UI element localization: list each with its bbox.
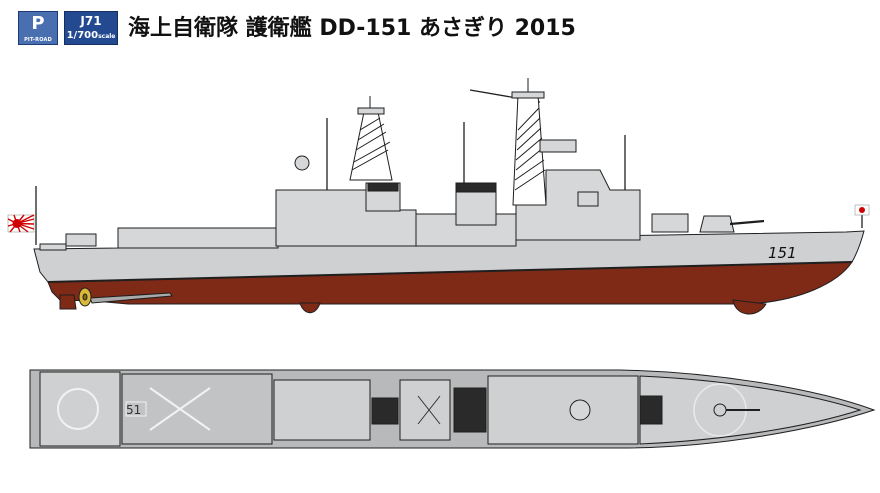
- scale-label: 1/700scale: [65, 29, 117, 43]
- fire-control: [577, 191, 599, 207]
- scale-main: 1/700: [66, 30, 99, 41]
- product-code-badge: J71 1/700scale: [64, 11, 118, 45]
- shaft: [89, 292, 173, 304]
- logo-text: PIT-ROAD: [24, 37, 52, 43]
- plan-bridge: [487, 375, 639, 445]
- header: P PIT-ROAD J71 1/700scale 海上自衛隊 護衛艦 DD-1…: [0, 0, 880, 56]
- naval-ensign-icon: [7, 214, 35, 233]
- asroc-launcher: [651, 213, 689, 233]
- radar-array: [539, 139, 577, 153]
- aft-mast: [349, 96, 393, 181]
- scale-suffix: scale: [98, 33, 116, 40]
- product-code: J71: [80, 14, 102, 28]
- hangar-roof: [121, 373, 273, 445]
- sonar-dome: [732, 299, 767, 315]
- rudder: [59, 294, 77, 310]
- plan-aft-funnel: [371, 397, 399, 425]
- plan-gun: [713, 403, 727, 417]
- fwd-funnel-cap: [455, 182, 497, 193]
- side-profile: [33, 78, 865, 315]
- helo-circle: [57, 388, 99, 430]
- propeller-icon: [78, 287, 92, 307]
- plan-deck-marking: [125, 401, 147, 417]
- forward-mast: [511, 78, 547, 206]
- plan-mid-structure: [399, 379, 451, 441]
- plan-aft-structure: [273, 379, 371, 441]
- plan-view: 51: [29, 369, 876, 449]
- plan-launcher: [639, 395, 663, 425]
- aft-funnel-cap: [367, 182, 399, 192]
- forward-gun: [699, 215, 735, 233]
- flight-deck: [39, 371, 121, 447]
- aft-dome: [294, 155, 310, 171]
- pit-road-logo: P PIT-ROAD: [18, 11, 58, 45]
- aft-launcher: [65, 233, 97, 247]
- logo-mark: P: [31, 13, 45, 34]
- hangar: [117, 227, 279, 249]
- plan-fwd-funnel: [453, 387, 487, 433]
- aft-rail: [39, 243, 67, 251]
- hull-number: 151: [768, 244, 797, 262]
- boot-top: [47, 261, 853, 283]
- gun-barrel: [729, 219, 765, 226]
- plan-radar-dome: [569, 399, 591, 421]
- deck-marking: 51: [126, 403, 141, 417]
- keel-bulge: [299, 302, 321, 314]
- jack-flag-icon: [854, 204, 870, 216]
- page-title: 海上自衛隊 護衛艦 DD-151 あさぎり 2015: [128, 16, 576, 41]
